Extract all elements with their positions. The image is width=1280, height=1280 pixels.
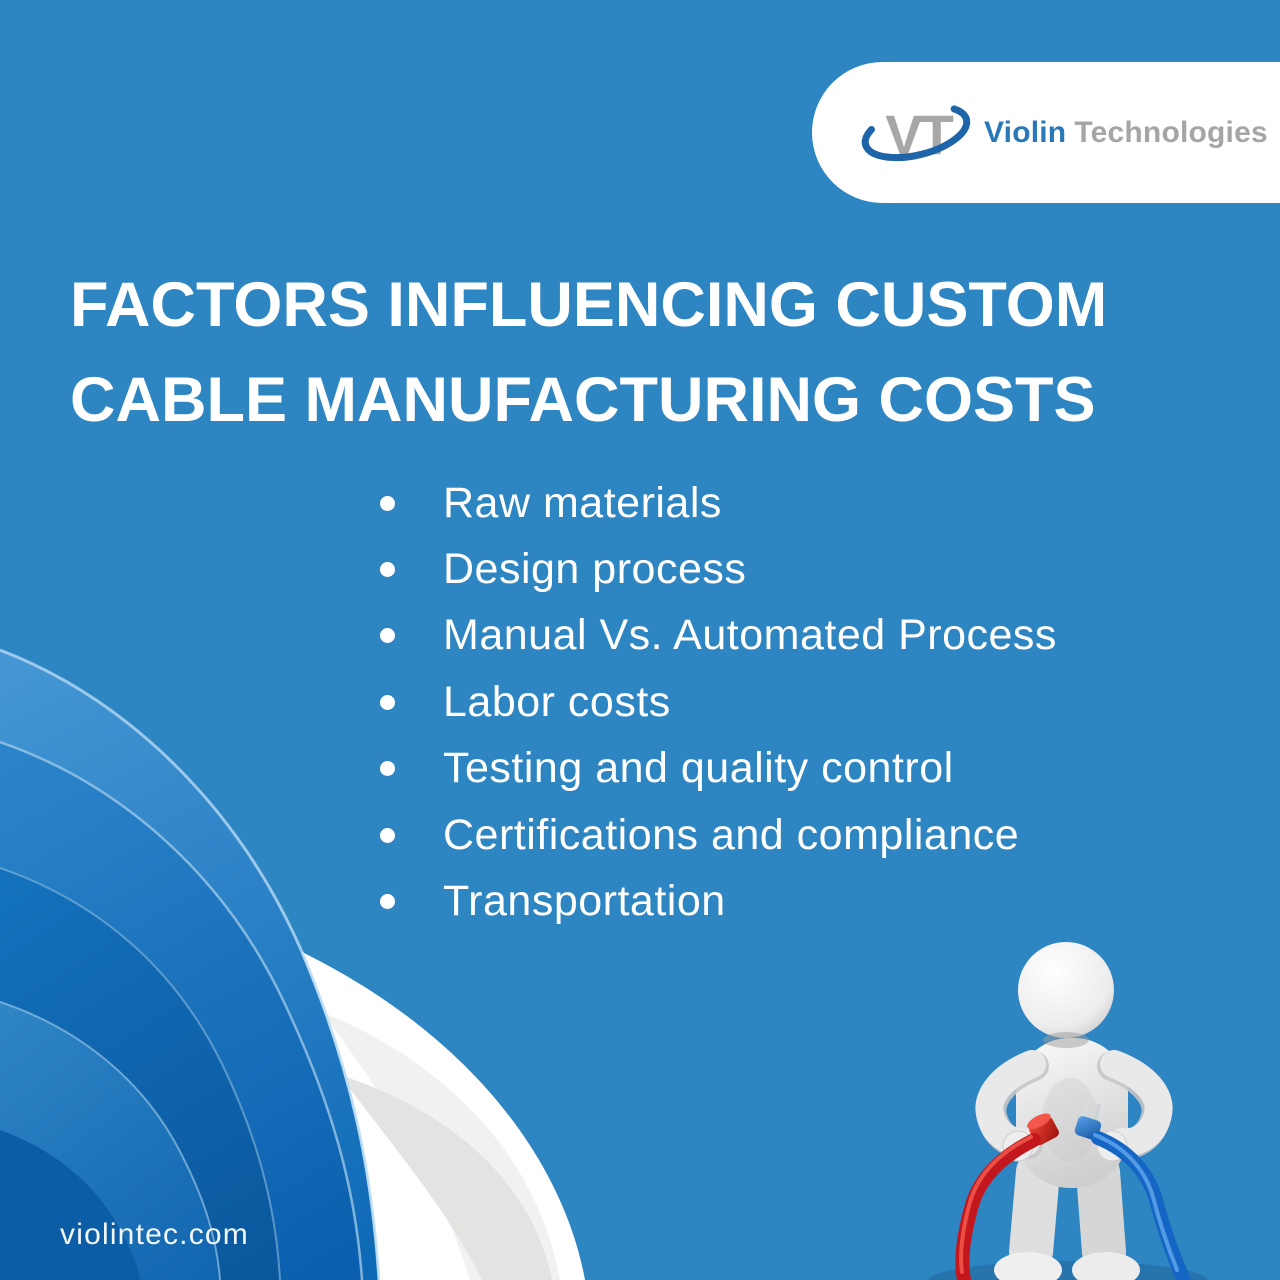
list-item: Labor costs <box>380 669 1057 735</box>
bullet-dot-icon <box>380 628 395 644</box>
factors-list: Raw materials Design process Manual Vs. … <box>380 470 1057 935</box>
list-item-label: Transportation <box>443 877 726 926</box>
list-item-label: Raw materials <box>443 478 722 527</box>
logo-swoosh-icon <box>861 104 971 161</box>
page-title: FACTORS INFLUENCING CUSTOM CABLE MANUFAC… <box>70 258 1230 448</box>
list-item-label: Design process <box>443 545 747 594</box>
list-item: Raw materials <box>380 470 1057 536</box>
list-item: Design process <box>380 536 1057 602</box>
bullet-dot-icon <box>380 827 395 843</box>
brand-name-primary: Violin <box>984 115 1067 149</box>
list-item-label: Testing and quality control <box>443 744 954 793</box>
page-title-line1: FACTORS INFLUENCING CUSTOM <box>70 270 1108 340</box>
list-item: Certifications and compliance <box>380 802 1057 868</box>
bullet-dot-icon <box>380 495 395 511</box>
bullet-dot-icon <box>380 761 395 777</box>
figure-holding-plugs-illustration <box>928 942 1208 1280</box>
bullet-dot-icon <box>380 694 395 710</box>
list-item-label: Labor costs <box>443 677 671 726</box>
list-item: Testing and quality control <box>380 736 1057 802</box>
corner-arcs-decoration <box>0 648 585 1280</box>
brand-name-secondary: Technologies <box>1074 115 1268 149</box>
list-item: Manual Vs. Automated Process <box>380 603 1057 669</box>
website-text: violintec.com <box>60 1218 249 1251</box>
bullet-dot-icon <box>380 894 395 910</box>
bullet-dot-icon <box>380 562 395 578</box>
list-item-label: Manual Vs. Automated Process <box>443 611 1057 660</box>
list-item: Transportation <box>380 868 1057 934</box>
page-title-line2: CABLE MANUFACTURING COSTS <box>70 365 1096 435</box>
vt-monogram-icon: VT <box>861 103 971 166</box>
list-item-label: Certifications and compliance <box>443 810 1020 859</box>
